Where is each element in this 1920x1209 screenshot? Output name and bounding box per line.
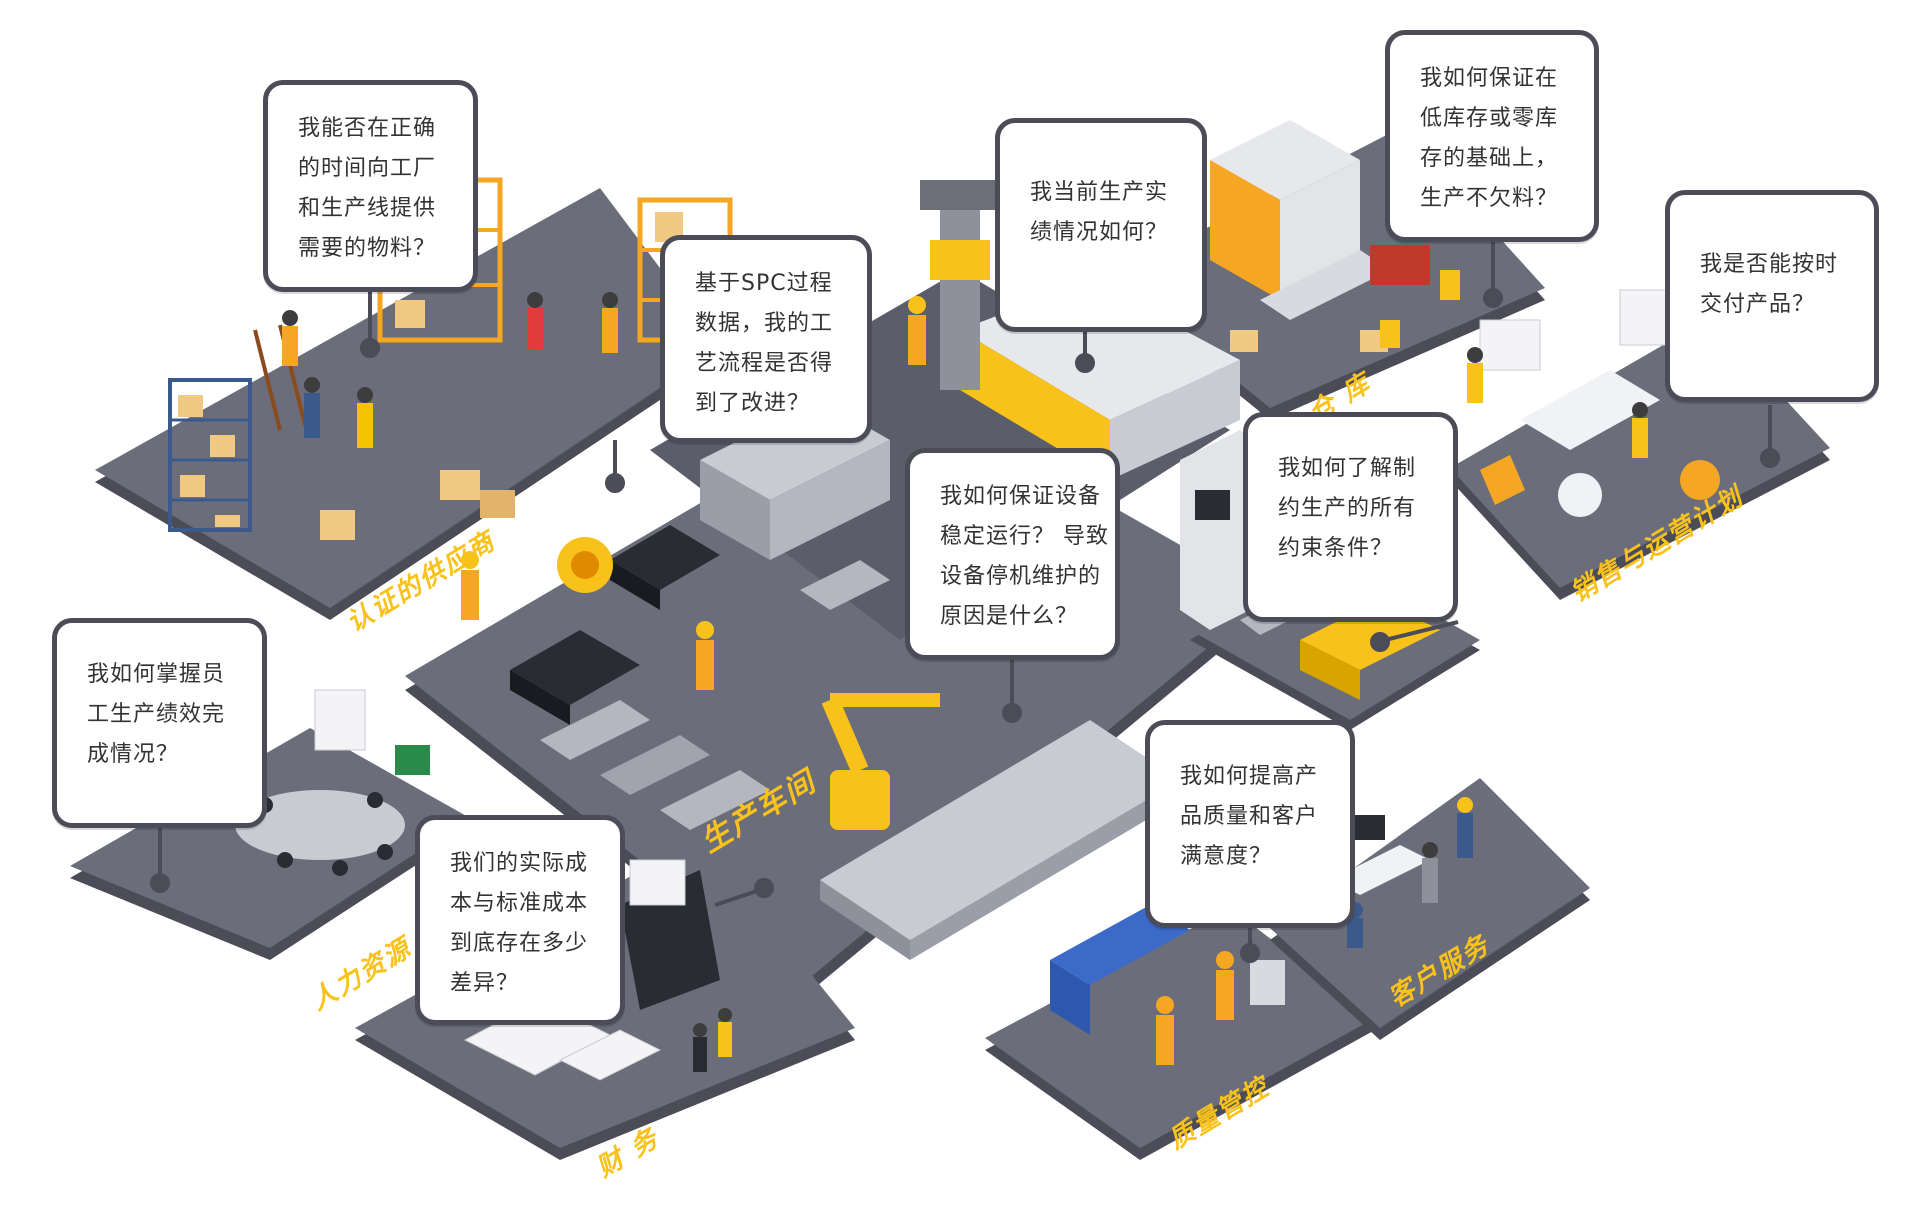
bubble-text-line: 我如何保证设备 (940, 484, 1102, 509)
bubble-text-line: 到了改进？ (695, 391, 811, 416)
bubble-text-line: 我们的实际成 (450, 851, 589, 876)
bubble-text-line: 约束条件？ (1278, 536, 1394, 561)
bubble-text-line: 的时间向工厂 (298, 156, 437, 181)
bubble-pointers (150, 240, 1780, 963)
bubble-text-line: 和生产线提供 (298, 196, 437, 221)
bubble-text-line: 艺流程是否得 (695, 351, 834, 376)
bubble-text-line: 到底存在多少 (450, 931, 589, 956)
question-bubble-on-time-delivery: 我是否能按时 交付产品？ (1665, 190, 1879, 402)
bubble-text-line: 交付产品？ (1700, 292, 1816, 317)
warehouse-illustration (1210, 120, 1460, 352)
bubble-text-line: 工生产绩效完 (87, 702, 226, 727)
hr-illustration (235, 689, 430, 876)
question-bubble-employee-performance: 我如何掌握员 工生产绩效完 成情况？ (52, 618, 267, 828)
bubble-text-line: 我如何了解制 (1278, 456, 1417, 481)
bubble-text-line: 存的基础上， (1420, 146, 1559, 171)
bubble-text-line: 约生产的所有 (1278, 496, 1417, 521)
bubble-text-line: 我如何掌握员 (87, 662, 226, 687)
question-bubble-inventory: 我如何保证在 低库存或零库 存的基础上， 生产不欠料？ (1385, 30, 1599, 242)
bubble-text-line: 我能否在正确 (298, 116, 437, 141)
question-bubble-production-constraints: 我如何了解制 约生产的所有 约束条件？ (1243, 412, 1458, 622)
bubble-text-line: 本与标准成本 (450, 891, 589, 916)
question-bubble-equipment-stability: 我如何保证设备 稳定运行？ 导致 设备停机维护的 原因是什么？ (905, 448, 1120, 660)
bubble-text-line: 基于SPC过程 (695, 271, 833, 296)
bubble-text-line: 需要的物料？ (298, 236, 437, 261)
bubble-text-line: 绩情况如何？ (1030, 220, 1169, 245)
bubble-text-line: 差异？ (450, 971, 520, 996)
bubble-text-line: 我如何保证在 (1420, 66, 1559, 91)
bubble-text-line: 我如何提高产 (1180, 764, 1319, 789)
bubble-text-line: 我当前生产实 (1030, 180, 1169, 205)
bubble-text-line: 成情况？ (87, 742, 180, 767)
bubble-text-line: 低库存或零库 (1420, 106, 1559, 131)
question-bubble-supplier-materials: 我能否在正确 的时间向工厂 和生产线提供 需要的物料？ (263, 80, 478, 292)
service-illustration (1330, 797, 1473, 948)
question-bubble-quality-satisfaction: 我如何提高产 品质量和客户 满意度？ (1145, 720, 1355, 928)
bubble-text-line: 数据，我的工 (695, 311, 834, 336)
bubble-text-line: 稳定运行？ 导致 (940, 524, 1109, 549)
question-bubble-cost-variance: 我们的实际成 本与标准成本 到底存在多少 差异？ (415, 815, 625, 1025)
question-bubble-production-performance: 我当前生产实 绩情况如何？ (995, 118, 1207, 332)
bubble-text-line: 品质量和客户 (1180, 804, 1319, 829)
question-bubble-spc-process: 基于SPC过程 数据，我的工 艺流程是否得 到了改进？ (660, 235, 872, 443)
bubble-text-line: 设备停机维护的 (940, 564, 1102, 589)
bubble-text-line: 原因是什么？ (940, 604, 1079, 629)
bubble-text-line: 生产不欠料？ (1420, 186, 1559, 211)
bubble-text-line: 满意度？ (1180, 844, 1273, 869)
bubble-text-line: 我是否能按时 (1700, 252, 1839, 277)
